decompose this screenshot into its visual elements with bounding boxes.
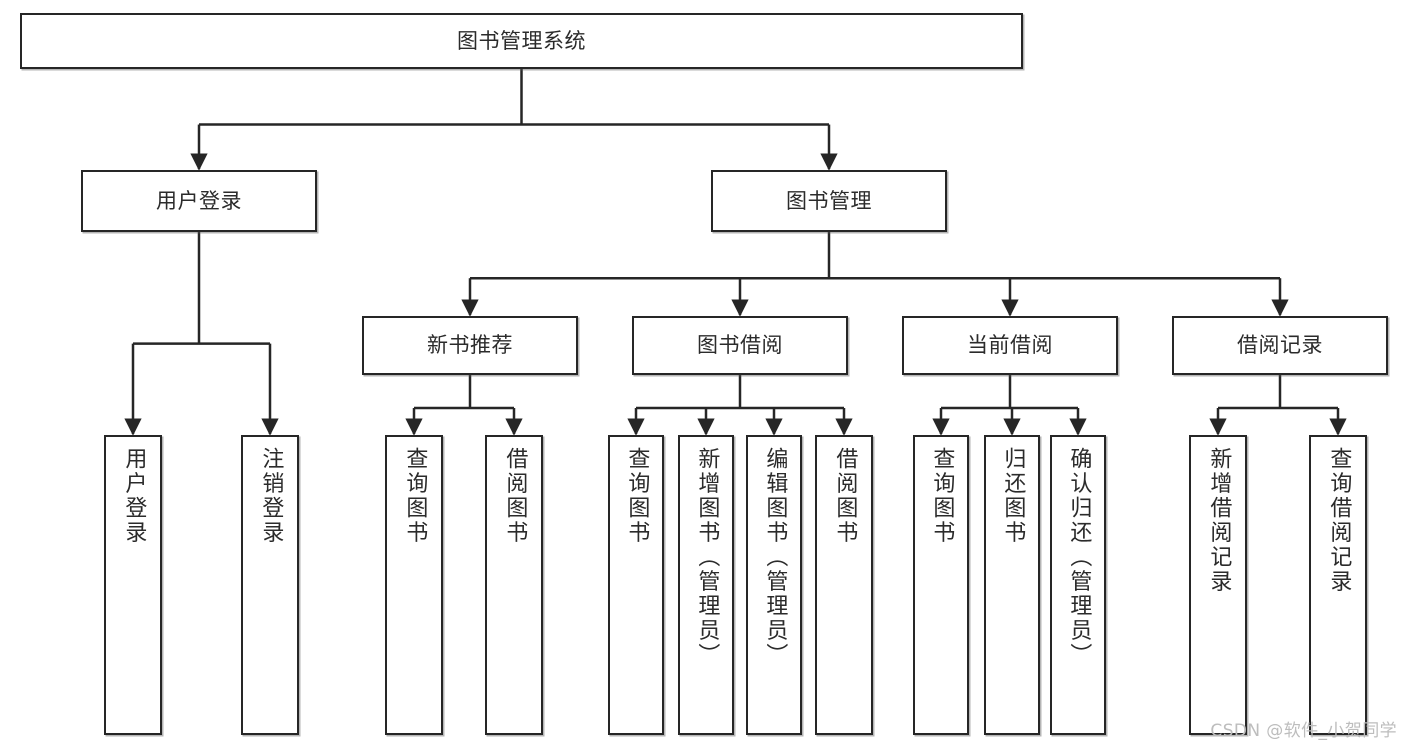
node-label: 借阅图书 bbox=[832, 447, 858, 545]
node-label: 编辑图书（管理员） bbox=[762, 447, 788, 668]
node-label: 借阅图书 bbox=[502, 447, 528, 545]
node-book-borrow[interactable]: 图书借阅 bbox=[632, 316, 848, 375]
node-label: 新书推荐 bbox=[427, 333, 513, 358]
node-label: 新增借阅记录 bbox=[1206, 447, 1232, 594]
node-root[interactable]: 图书管理系统 bbox=[20, 13, 1023, 69]
node-leaf-13[interactable]: 查询借阅记录 bbox=[1309, 435, 1367, 735]
node-leaf-12[interactable]: 新增借阅记录 bbox=[1189, 435, 1247, 735]
node-label: 注销登录 bbox=[258, 447, 284, 545]
node-label: 查询图书 bbox=[624, 447, 650, 545]
node-borrow-record[interactable]: 借阅记录 bbox=[1172, 316, 1388, 375]
node-label: 图书借阅 bbox=[697, 333, 783, 358]
node-label: 新增图书（管理员） bbox=[694, 447, 720, 668]
node-label: 图书管理系统 bbox=[457, 28, 586, 53]
node-label: 图书管理 bbox=[786, 188, 872, 213]
node-leaf-8[interactable]: 借阅图书 bbox=[815, 435, 873, 735]
node-current-borrow[interactable]: 当前借阅 bbox=[902, 316, 1118, 375]
node-label: 确认归还（管理员） bbox=[1066, 447, 1092, 668]
node-label: 用户登录 bbox=[156, 188, 242, 213]
node-leaf-2[interactable]: 注销登录 bbox=[241, 435, 299, 735]
node-leaf-10[interactable]: 归还图书 bbox=[984, 435, 1040, 735]
node-label: 用户登录 bbox=[121, 447, 147, 545]
node-label: 当前借阅 bbox=[967, 333, 1053, 358]
node-label: 归还图书 bbox=[1000, 447, 1026, 545]
node-new-book-rec[interactable]: 新书推荐 bbox=[362, 316, 578, 375]
watermark: CSDN @软件_小贺同学 bbox=[1210, 721, 1397, 741]
node-leaf-11[interactable]: 确认归还（管理员） bbox=[1050, 435, 1106, 735]
node-label: 查询借阅记录 bbox=[1326, 447, 1352, 594]
node-label: 查询图书 bbox=[929, 447, 955, 545]
node-label: 查询图书 bbox=[402, 447, 428, 545]
node-leaf-5[interactable]: 查询图书 bbox=[608, 435, 664, 735]
node-leaf-4[interactable]: 借阅图书 bbox=[485, 435, 543, 735]
node-leaf-1[interactable]: 用户登录 bbox=[104, 435, 162, 735]
node-leaf-7[interactable]: 编辑图书（管理员） bbox=[746, 435, 802, 735]
node-leaf-3[interactable]: 查询图书 bbox=[385, 435, 443, 735]
node-user-login[interactable]: 用户登录 bbox=[81, 170, 317, 232]
node-leaf-9[interactable]: 查询图书 bbox=[913, 435, 969, 735]
node-label: 借阅记录 bbox=[1237, 333, 1323, 358]
node-book-mgmt[interactable]: 图书管理 bbox=[711, 170, 947, 232]
node-leaf-6[interactable]: 新增图书（管理员） bbox=[678, 435, 734, 735]
